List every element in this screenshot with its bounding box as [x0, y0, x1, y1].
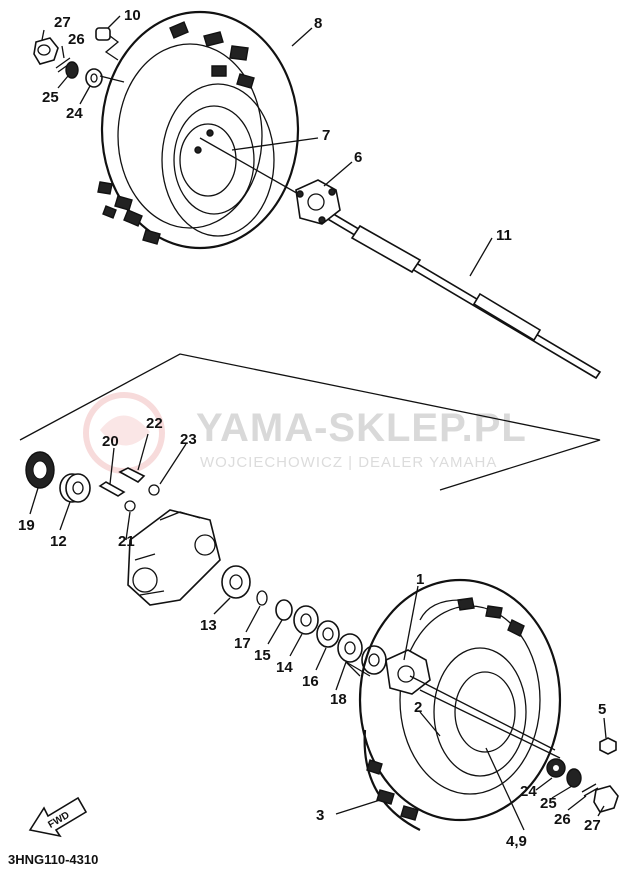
top-wheel-tire	[97, 10, 300, 250]
callout-23: 23	[180, 431, 197, 448]
callout-4-9: 4,9	[506, 833, 527, 850]
callout-1: 1	[416, 571, 424, 588]
callout-6: 6	[354, 149, 362, 166]
watermark-dealer: WOJCIECHOWICZ | DEALER YAMAHA	[200, 454, 497, 471]
watermark: YAMA-SKLEP.PL WOJCIECHOWICZ | DEALER YAM…	[83, 392, 527, 474]
leader-lines	[29, 15, 607, 831]
callout-22: 22	[146, 415, 163, 432]
nut-5	[599, 737, 617, 755]
callout-25-top: 25	[42, 89, 59, 106]
bearing-12	[59, 473, 91, 503]
callout-5: 5	[598, 701, 606, 718]
callout-24-top: 24	[66, 105, 83, 122]
group-frame	[19, 353, 601, 491]
callout-26-bottom: 26	[554, 811, 571, 828]
callout-14: 14	[276, 659, 293, 676]
callout-20: 20	[102, 433, 119, 450]
oil-seal-13	[221, 565, 251, 599]
wheel-hub-bottom	[385, 649, 431, 695]
bottom-nut-set	[546, 758, 619, 813]
callout-8: 8	[314, 15, 322, 32]
callout-7: 7	[322, 127, 330, 144]
callout-3: 3	[316, 807, 324, 824]
callout-10: 10	[124, 7, 141, 24]
callout-21: 21	[118, 533, 135, 550]
callout-numbers: 27 10 26 25 24 8 7 6 11 22 20 23 19 12 2…	[18, 7, 606, 850]
diagram-code: 3HNG110-4310	[8, 852, 98, 867]
wheel-hub	[295, 179, 341, 225]
callout-26-top: 26	[68, 31, 85, 48]
callout-25-bottom: 25	[540, 795, 557, 812]
oil-seal-19	[25, 451, 55, 489]
callout-2: 2	[414, 699, 422, 716]
callout-18: 18	[330, 691, 347, 708]
callout-19: 19	[18, 517, 35, 534]
top-nut-set	[33, 27, 111, 88]
callout-15: 15	[254, 647, 271, 664]
bolts-20-22	[98, 467, 160, 512]
callout-27-top: 27	[54, 14, 71, 31]
fwd-arrow-icon: FWD	[28, 796, 88, 838]
final-gear-case	[127, 509, 221, 606]
watermark-brand: YAMA-SKLEP.PL	[196, 406, 527, 450]
watermark-logo-icon	[83, 392, 165, 474]
callout-13: 13	[200, 617, 217, 634]
rear-axle-shaft	[199, 137, 602, 380]
bottom-wheel-tire	[358, 578, 562, 831]
callout-11: 11	[496, 227, 512, 244]
callout-17: 17	[234, 635, 251, 652]
callout-24-bottom: 24	[520, 783, 537, 800]
callout-27-bottom: 27	[584, 817, 601, 834]
callout-16: 16	[302, 673, 319, 690]
callout-12: 12	[50, 533, 67, 550]
